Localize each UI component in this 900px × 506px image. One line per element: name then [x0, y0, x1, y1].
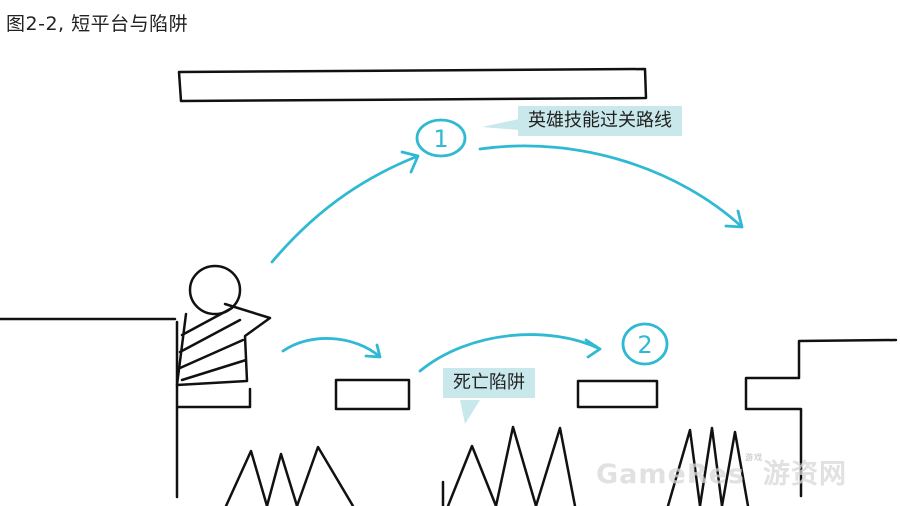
hero-skill-route-fall: [478, 144, 744, 229]
callout-hero-pointer: [482, 119, 519, 130]
callout-trap-pointer: [460, 400, 480, 424]
goal-steps: [744, 338, 898, 498]
route-marker-2-label: 2: [637, 331, 652, 359]
watermark-small: 游戏: [745, 453, 764, 462]
short-platform-a: [334, 378, 411, 411]
hero-head: [188, 264, 242, 316]
hero-body: [175, 302, 272, 387]
watermark-cn: 游资网: [763, 459, 848, 490]
lower-route-jump-2: [418, 333, 602, 373]
spike-trap-right: [666, 426, 750, 506]
route-marker-1-label: 1: [433, 125, 448, 153]
watermark: GameRes游戏游资网: [596, 452, 847, 491]
route-marker-2: 2: [621, 322, 669, 366]
hero-figure: [175, 264, 272, 387]
callout-hero-skill-route: 英雄技能过关路线: [518, 106, 682, 136]
hero-skill-route-rise: [270, 150, 420, 264]
short-platform-b: [576, 379, 659, 409]
lower-route-jump-1: [281, 337, 382, 359]
callout-death-trap: 死亡陷阱: [443, 368, 535, 398]
spike-trap-middle: [446, 425, 577, 506]
route-marker-1: 1: [415, 118, 467, 158]
ceiling-platform: [177, 67, 648, 103]
watermark-brand: GameRes: [596, 459, 746, 490]
spike-trap-left: [224, 445, 355, 506]
figure-caption: 图2-2, 短平台与陷阱: [6, 13, 189, 35]
start-platform: [175, 320, 252, 499]
